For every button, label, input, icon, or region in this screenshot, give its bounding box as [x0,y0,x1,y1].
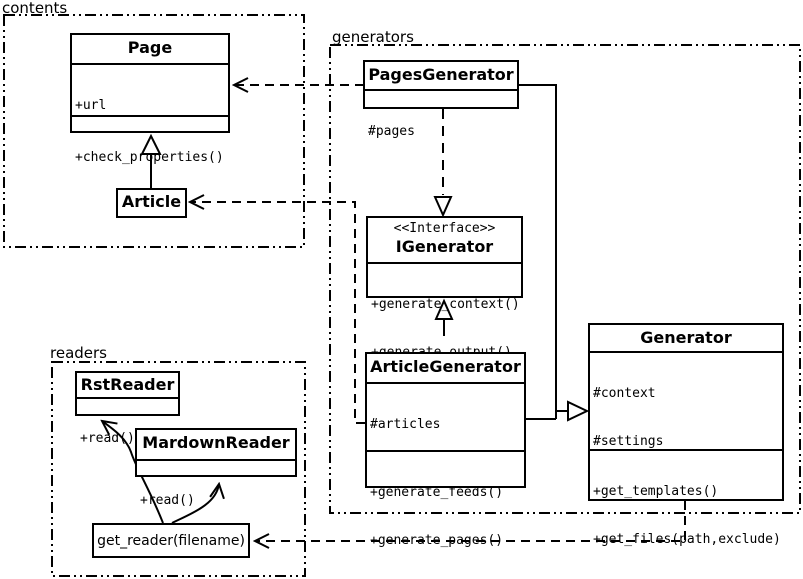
package-border-contents [3,14,305,248]
generalization-pagesgenerator-generator [518,84,557,419]
realization-triangle-igenerator-top [433,196,453,218]
class-igenerator-title: IGenerator [395,237,494,256]
stereotype-label: <<Interface>> [393,221,496,236]
class-pagesgenerator-attributes: #pages [365,89,517,173]
class-page-attributes: +url +slug +summary [72,63,228,115]
method: +generate_feeds() [370,485,504,500]
class-articlegenerator-attributes: #articles #dates #tags #categories [367,382,524,450]
realization-triangle-igenerator-bottom [434,298,454,320]
class-articlegenerator-title: ArticleGenerator [370,357,521,376]
class-generator-title: Generator [640,328,732,347]
class-pagesgenerator-title: PagesGenerator [368,65,514,84]
package-label-contents: contents [2,0,68,17]
class-article: Article [116,188,187,218]
class-igenerator-header: <<Interface>> IGenerator [368,218,521,262]
arrow-getreader-mardownreader [171,484,219,524]
class-page-title: Page [127,38,173,57]
attribute: +url [75,98,107,113]
class-article-title: Article [121,192,182,211]
method: +read() [80,431,135,446]
attribute: #articles [370,417,441,432]
attribute: #context [593,386,656,401]
method: +generate_context() [371,297,520,312]
class-igenerator: <<Interface>> IGenerator +generate_conte… [366,216,523,360]
class-mardownreader-title: MardownReader [142,433,290,452]
package-label-generators: generators [332,28,414,46]
class-page-methods: +check_properties() [72,115,228,199]
class-rstreader: RstReader +read() [75,371,180,446]
generalization-triangle-generator [567,400,590,422]
package-label-readers: readers [50,344,107,362]
method: +get_templates() [593,484,719,499]
class-rstreader-title: RstReader [80,375,175,394]
class-mardownreader-methods: +read() [137,459,295,541]
method: +get_files(path,exclude) [593,532,781,547]
attribute: #settings [593,434,664,449]
dependency-articlegenerator-article [190,202,365,424]
class-mardownreader: MardownReader +read() [135,428,297,508]
class-articlegenerator-methods: +generate_feeds() +generate_pages() [367,450,524,579]
class-pagesgenerator: PagesGenerator #pages [363,60,519,139]
method: +check_properties() [75,150,224,165]
method: +generate_pages() [370,533,504,548]
package-border-readers [51,361,306,577]
function-get-reader-label: get_reader(filename) [97,532,245,549]
inheritance-triangle-page [140,133,162,155]
package-border-generators [329,44,801,514]
arrow-getreader-rstreader [102,421,164,524]
attribute: #pages [368,124,415,139]
class-generator: Generator #context #settings #path #them… [588,323,784,547]
class-generator-attributes: #context #settings #path #theme #output_… [590,351,782,449]
class-articlegenerator: ArticleGenerator #articles #dates #tags … [365,352,526,548]
class-rstreader-methods: +read() [77,397,178,479]
function-get-reader: get_reader(filename) [92,523,250,558]
class-page: Page +url +slug +summary +check_properti… [70,33,230,165]
method: +read() [140,493,195,508]
class-generator-methods: +get_templates() +get_files(path,exclude… [590,449,782,579]
